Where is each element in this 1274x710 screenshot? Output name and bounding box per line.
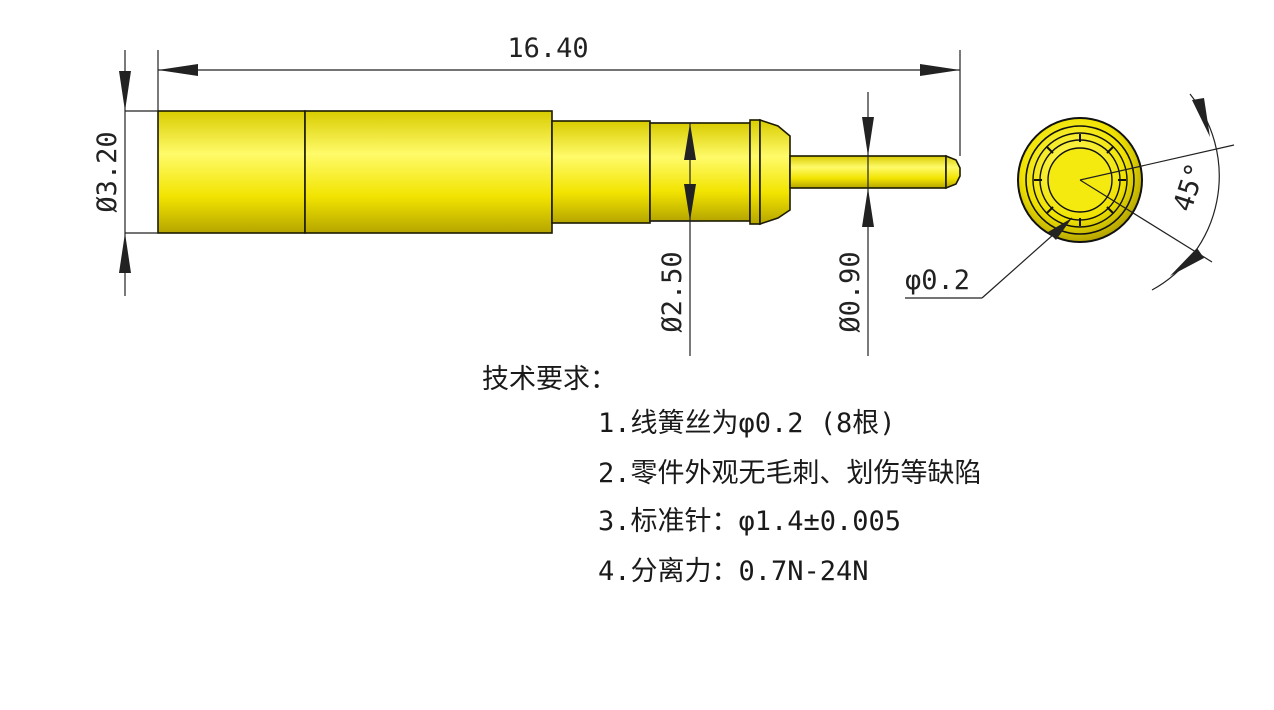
spring-wire-segments	[1034, 134, 1126, 226]
note-item-1: 1.线簧丝为φ0.2 (8根)	[598, 408, 896, 439]
wire-diameter-text: φ0.2	[905, 265, 970, 296]
note-item-3: 3.标准针：φ1.4±0.005	[598, 506, 901, 537]
angle-text: 45°	[1168, 159, 1213, 215]
dimension-tip-diameter: Ø0.90	[835, 92, 874, 356]
pin-body-main	[304, 110, 553, 234]
note-item-4: 4.分离力：0.7N-24N	[598, 556, 869, 587]
pin-tip-end	[945, 154, 961, 190]
pin-body-rear	[157, 110, 306, 234]
body-diameter-text: Ø3.20	[92, 131, 123, 212]
tip-diameter-text: Ø0.90	[835, 251, 866, 332]
pin-sleeve	[649, 122, 751, 222]
dimension-wire: φ0.2	[905, 217, 1073, 299]
length-dimension-text: 16.40	[507, 33, 588, 64]
pin-groove	[749, 119, 761, 225]
dimension-length: 16.40	[157, 33, 961, 156]
notes-heading: 技术要求：	[482, 364, 617, 395]
note-item-2: 2.零件外观无毛刺、划伤等缺陷	[598, 458, 982, 489]
dimension-mid-diameter: Ø2.50	[650, 122, 700, 356]
pin-body-step	[551, 120, 651, 224]
technical-notes: 技术要求： 1.线簧丝为φ0.2 (8根) 2.零件外观无毛刺、划伤等缺陷 3.…	[482, 364, 982, 587]
dimension-body-diameter: Ø3.20	[92, 50, 158, 296]
pin-chamfer	[759, 118, 791, 226]
pin-side-view	[157, 110, 961, 234]
mid-diameter-text: Ø2.50	[657, 251, 688, 332]
